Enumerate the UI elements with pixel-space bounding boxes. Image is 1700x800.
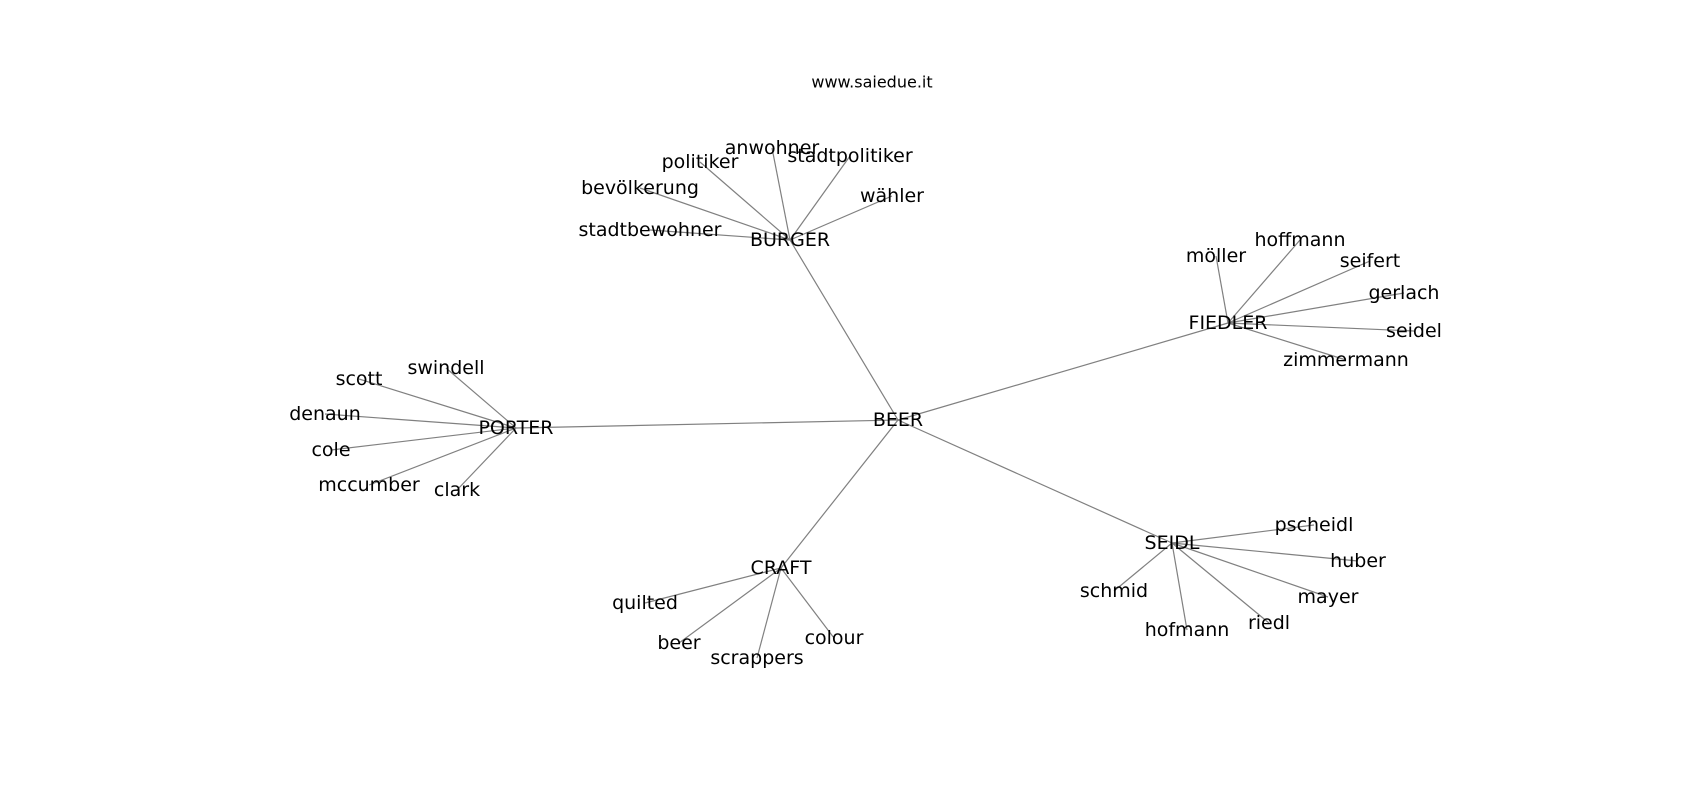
leaf-node-huber: huber bbox=[1330, 550, 1386, 572]
edge-craft-scrappers bbox=[756, 567, 782, 659]
leaf-node-stadtpolitiker: stadtpolitiker bbox=[787, 145, 912, 167]
edge-craft-colour bbox=[780, 567, 835, 639]
edge-root-seidl bbox=[897, 419, 1173, 544]
edge-seidl-huber bbox=[1171, 542, 1359, 562]
leaf-node-politiker: politiker bbox=[662, 151, 739, 173]
leaf-node-hoffmann: hoffmann bbox=[1255, 229, 1346, 251]
site-watermark: www.saiedue.it bbox=[811, 73, 932, 92]
leaf-node-denaun: denaun bbox=[289, 403, 361, 425]
edge-burger-bevolkerung bbox=[639, 187, 791, 241]
leaf-node-gerlach: gerlach bbox=[1369, 282, 1440, 304]
leaf-node-mccumber: mccumber bbox=[318, 474, 420, 496]
edge-fiedler-zimmermann bbox=[1227, 322, 1347, 361]
leaf-node-riedl: riedl bbox=[1248, 612, 1290, 634]
leaf-node-bevolkerung: bevölkerung bbox=[581, 177, 699, 199]
edge-porter-scott bbox=[358, 378, 517, 429]
edge-root-craft bbox=[780, 419, 899, 569]
leaf-node-seifert: seifert bbox=[1340, 250, 1401, 272]
hub-node-burger: BURGER bbox=[750, 229, 830, 251]
edge-root-burger bbox=[789, 239, 899, 421]
edge-craft-quilted bbox=[644, 567, 782, 604]
edge-seidl-pscheidl bbox=[1171, 524, 1315, 544]
leaf-node-mayer: mayer bbox=[1298, 586, 1359, 608]
edge-seidl-schmid bbox=[1113, 542, 1173, 592]
root-node-beer: BEER bbox=[873, 409, 923, 431]
leaf-node-swindell: swindell bbox=[407, 357, 484, 379]
edge-burger-politiker bbox=[699, 161, 791, 241]
leaf-node-stadtbewohner: stadtbewohner bbox=[578, 219, 721, 241]
edge-fiedler-hoffmann bbox=[1227, 239, 1301, 324]
hub-node-seidl: SEIDL bbox=[1145, 532, 1200, 554]
leaf-node-seidel: seidel bbox=[1386, 320, 1442, 342]
edges-layer bbox=[324, 147, 1415, 659]
leaf-node-colour: colour bbox=[805, 627, 864, 649]
edge-fiedler-moller bbox=[1215, 255, 1229, 324]
edge-craft-beer bbox=[678, 567, 782, 644]
edge-porter-denaun bbox=[324, 413, 517, 429]
hub-node-fiedler: FIEDLER bbox=[1189, 312, 1268, 334]
edge-seidl-hofmann bbox=[1171, 542, 1188, 631]
leaf-node-scott: scott bbox=[336, 368, 383, 390]
leaf-node-zimmermann: zimmermann bbox=[1283, 349, 1409, 371]
leaf-node-wahler: wähler bbox=[860, 185, 924, 207]
edge-seidl-riedl bbox=[1171, 542, 1270, 624]
leaf-node-pscheidl: pscheidl bbox=[1275, 514, 1354, 536]
leaf-node-scrappers: scrappers bbox=[710, 647, 803, 669]
edge-fiedler-seifert bbox=[1227, 260, 1371, 324]
hub-node-porter: PORTER bbox=[478, 417, 553, 439]
edge-seidl-mayer bbox=[1171, 542, 1329, 598]
hub-node-craft: CRAFT bbox=[751, 557, 812, 579]
edge-burger-stadtbewohner bbox=[649, 229, 791, 241]
leaf-node-moller: möller bbox=[1186, 245, 1246, 267]
leaf-node-schmid: schmid bbox=[1080, 580, 1148, 602]
edge-porter-swindell bbox=[445, 367, 517, 429]
edge-burger-wahler bbox=[789, 195, 893, 241]
leaf-node-hofmann: hofmann bbox=[1145, 619, 1230, 641]
edge-porter-clark bbox=[456, 427, 517, 491]
leaf-node-quilted: quilted bbox=[612, 592, 678, 614]
leaf-node-anwohner: anwohner bbox=[725, 137, 820, 159]
edge-root-fiedler bbox=[897, 322, 1229, 421]
leaf-node-clark: clark bbox=[434, 479, 480, 501]
leaf-node-cole: cole bbox=[311, 439, 350, 461]
edge-fiedler-gerlach bbox=[1227, 292, 1405, 324]
edge-fiedler-seidel bbox=[1227, 322, 1415, 332]
edge-root-porter bbox=[515, 419, 899, 429]
leaf-node-beer: beer bbox=[657, 632, 700, 654]
edge-burger-anwohner bbox=[771, 147, 791, 241]
edge-porter-cole bbox=[330, 427, 517, 451]
edge-burger-stadtpolitiker bbox=[789, 155, 851, 241]
edge-porter-mccumber bbox=[368, 427, 517, 486]
